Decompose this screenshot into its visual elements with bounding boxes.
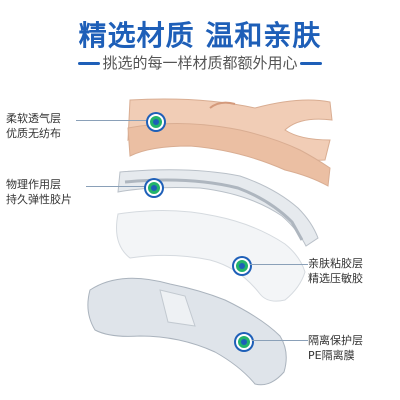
layer-label-fabric: 柔软透气层 优质无纺布 <box>6 111 61 141</box>
leader-line <box>76 120 148 121</box>
subtitle-left-dash <box>78 62 100 65</box>
layer-marker <box>148 114 164 130</box>
layer-label-adhesive: 亲肤粘胶层 精选压敏胶 <box>308 256 363 286</box>
layer-marker <box>146 180 162 196</box>
layer-label-line1: 隔离保护层 <box>308 334 363 347</box>
layer-label-line2: 精选压敏胶 <box>308 272 363 285</box>
layer-label-release-film: 隔离保护层 PE隔离膜 <box>308 333 363 363</box>
layer-illustration <box>87 98 333 386</box>
layer-marker <box>234 258 250 274</box>
leader-line <box>252 340 308 341</box>
page-title: 精选材质 温和亲肤 <box>78 19 322 52</box>
layer-marker <box>236 334 252 350</box>
leader-line <box>86 186 146 187</box>
subtitle-right-dash <box>300 62 322 65</box>
fabric-layer <box>127 98 333 187</box>
release-film-layer <box>87 277 287 386</box>
header: 精选材质 温和亲肤 挑选的每一样材质都额外用心 <box>0 0 400 82</box>
layer-label-film: 物理作用层 持久弹性胶片 <box>6 177 72 207</box>
layer-label-line1: 亲肤粘胶层 <box>308 257 363 270</box>
elastic-film-layer <box>117 169 319 247</box>
layer-label-line2: PE隔离膜 <box>308 349 355 362</box>
leader-line <box>250 264 308 265</box>
page-subtitle: 挑选的每一样材质都额外用心 <box>102 54 298 72</box>
layer-label-line1: 柔软透气层 <box>6 112 61 125</box>
layer-label-line2: 持久弹性胶片 <box>6 193 72 206</box>
layer-label-line1: 物理作用层 <box>6 178 61 191</box>
adhesive-layer <box>116 209 306 302</box>
layer-label-line2: 优质无纺布 <box>6 127 61 140</box>
